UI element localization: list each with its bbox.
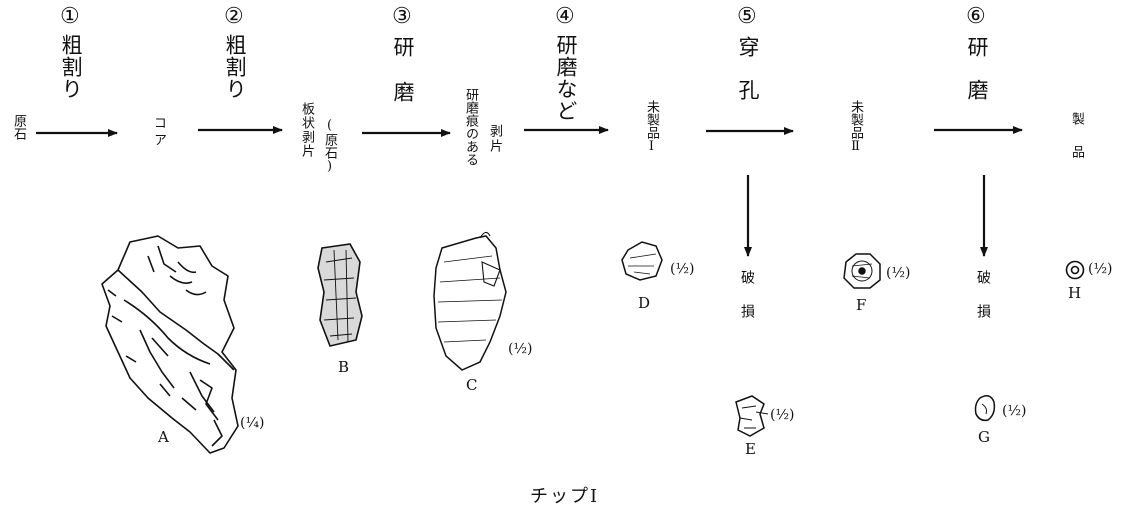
figure-caption: チップⅠ (530, 486, 600, 507)
breakage-label-1: 破損 (739, 270, 755, 338)
specimen-a-drawing (101, 235, 239, 454)
specimen-f-scale: (½) (886, 265, 911, 281)
specimen-c-scale: (½) (508, 341, 533, 357)
step-2-number: ② (224, 4, 244, 29)
stage-core: コア (151, 116, 166, 150)
step-6-number: ⑥ (966, 4, 986, 29)
specimen-b-letter: B (338, 358, 350, 376)
specimen-g-drawing (974, 395, 996, 422)
specimen-b-drawing (317, 243, 363, 347)
step-5-label: 穿孔 (736, 36, 760, 122)
stage-product: 製品 (1069, 112, 1084, 178)
specimen-a-letter: A (158, 428, 169, 446)
specimen-f-drawing (843, 253, 881, 289)
step-4-number: ④ (555, 4, 575, 29)
step-4-label: 研磨など (554, 34, 578, 122)
specimen-f-letter: F (856, 296, 867, 314)
specimen-h-letter: H (1068, 284, 1082, 302)
stage-plate-flake-note: (原石) (322, 118, 337, 174)
stage-polished-flake-line2: 剥片 (487, 124, 502, 154)
specimen-e-drawing (735, 395, 769, 437)
step-1-label: 粗割り (59, 34, 83, 100)
specimen-h-drawing (1065, 260, 1085, 280)
specimen-e-scale: (½) (770, 407, 795, 423)
step-2-label: 粗割り (223, 34, 247, 100)
step-1-number: ① (60, 4, 80, 29)
stage-raw-stone: 原石 (11, 114, 26, 140)
specimen-d-letter: D (638, 294, 651, 312)
specimen-d-scale: (½) (670, 261, 695, 277)
step-3-number: ③ (392, 4, 412, 29)
specimen-d-drawing (621, 241, 663, 281)
stage-plate-flake: 板状剥片 (299, 102, 314, 158)
specimen-h-scale: (½) (1088, 261, 1113, 277)
specimen-e-letter: E (745, 440, 756, 458)
stage-unfinished-1: 未製品Ⅰ (644, 100, 659, 154)
step-6-label: 研磨 (965, 36, 989, 122)
specimen-g-letter: G (978, 428, 990, 446)
specimen-g-scale: (½) (1002, 403, 1027, 419)
specimen-a-scale: (¼) (240, 415, 265, 431)
specimen-c-letter: C (466, 376, 478, 394)
step-3-label: 研磨 (391, 36, 415, 126)
stage-unfinished-2: 未製品Ⅱ (848, 100, 863, 154)
breakage-label-2: 破損 (975, 270, 991, 338)
step-5-number: ⑤ (737, 4, 757, 29)
specimen-c-drawing (433, 231, 507, 371)
stage-polished-flake-line1: 研磨痕のある (463, 88, 478, 166)
